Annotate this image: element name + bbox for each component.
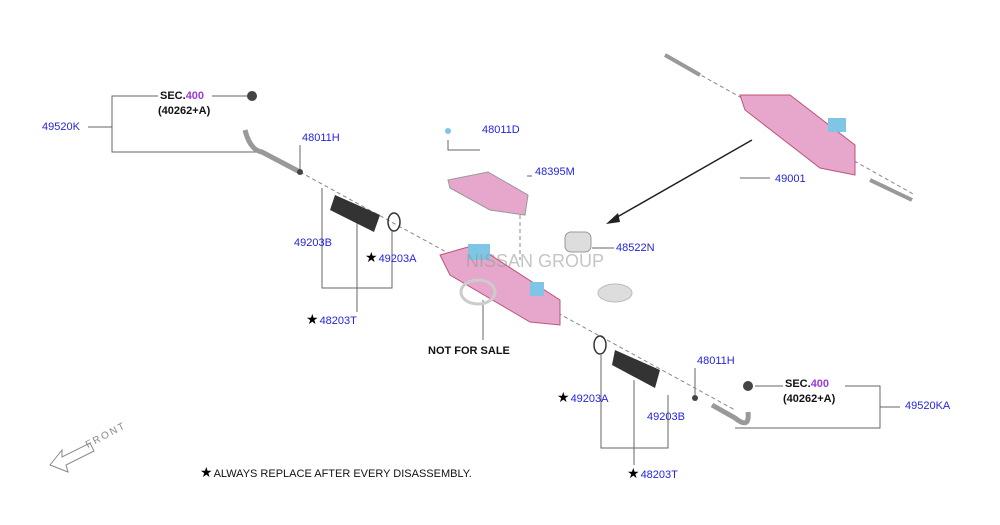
front-arrow-icon [49,442,95,473]
part-48395M[interactable]: 48395M [535,166,575,178]
part-number: 49203A [570,393,609,405]
star-icon: ★ [306,311,319,327]
part-number: 49203A [378,253,417,265]
sec-prefix: SEC. [160,90,186,102]
part-48522N[interactable]: 48522N [616,242,655,254]
section-subref-left: (40262+A) [158,105,211,117]
steering-gear-housing [439,244,633,326]
part-48011H-right[interactable]: 48011H [697,355,735,367]
left-boot-ring [387,212,401,232]
note-text: ALWAYS REPLACE AFTER EVERY DISASSEMBLY. [213,468,472,480]
part-number: 48203T [640,469,678,481]
right-tie-rod-end [710,402,751,426]
part-49203B-right[interactable]: 49203B [647,411,685,423]
gear-assembly-inset [664,53,916,202]
star-icon: ★ [627,465,640,481]
section-ref-left[interactable]: SEC.400 [160,90,204,102]
bracket [447,171,529,216]
sec-number: 400 [810,378,830,390]
part-48203T-left[interactable]: ★48203T [306,311,357,327]
not-for-sale-label: NOT FOR SALE [428,345,510,357]
part-49520K[interactable]: 49520K [42,121,80,133]
part-49203A-right[interactable]: ★49203A [557,389,609,405]
part-48011D[interactable]: 48011D [482,124,520,136]
star-icon: ★ [365,249,378,265]
left-boot [330,195,380,232]
part-48203T-right[interactable]: ★48203T [627,465,678,481]
part-49203B-left[interactable]: 49203B [294,237,332,249]
sec-number: 400 [185,90,205,102]
part-49520KA[interactable]: 49520KA [905,400,951,412]
replacement-note: ★ALWAYS REPLACE AFTER EVERY DISASSEMBLY. [200,464,472,480]
insulator [564,231,592,253]
part-48011H-left[interactable]: 48011H [302,132,340,144]
part-number: 48203T [319,315,357,327]
part-49001[interactable]: 49001 [775,173,806,185]
section-ref-right[interactable]: SEC.400 [785,378,829,390]
star-icon: ★ [200,464,213,480]
part-49203A-left[interactable]: ★49203A [365,249,417,265]
sec-prefix: SEC. [785,378,811,390]
left-tie-rod-end [242,91,303,175]
watermark: NISSAN GROUP [466,251,605,271]
right-boot [612,350,660,388]
section-subref-right: (40262+A) [783,393,836,405]
star-icon: ★ [557,389,570,405]
